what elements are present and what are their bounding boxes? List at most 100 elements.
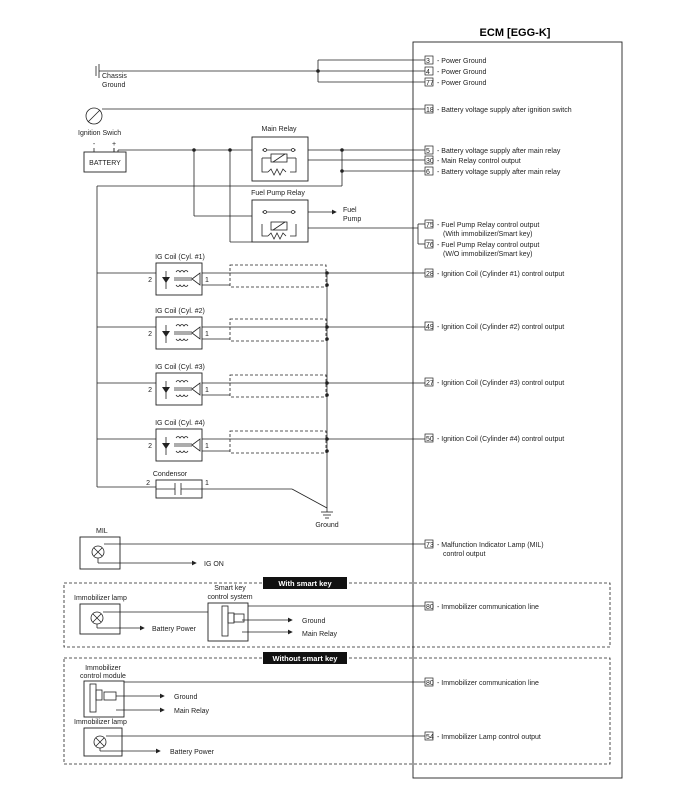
pin-label: - Battery voltage supply after ignition …: [437, 107, 572, 114]
ecm-pin: 80 - Immobilizer communication line: [424, 677, 539, 687]
pin-label: - Immobilizer Lamp control output: [437, 734, 541, 741]
without-smart-key-section: Without smart key Immobilizer control mo…: [63, 652, 611, 765]
ig-on-label: IG ON: [204, 561, 224, 568]
ecm-pin: 49 - Ignition Coil (Cylinder #2) control…: [424, 321, 564, 331]
pin-number: 54: [426, 734, 434, 741]
coil-pin-2: 2: [148, 387, 152, 394]
pin-number: 75: [426, 222, 434, 229]
pin-label-line2: (With immobilizer/Smart key): [443, 231, 532, 238]
pin-label: - Power Ground: [437, 69, 487, 76]
without-smart-key-label: Without smart key: [273, 654, 339, 663]
coil-pin-1: 1: [205, 443, 209, 450]
pin-number: 18: [426, 107, 434, 114]
coil-pin-2: 2: [148, 331, 152, 338]
smart-key-label-1: Smart key: [214, 585, 246, 592]
condenser: Condensor 2 1: [97, 471, 328, 509]
pin-number: 4: [426, 69, 430, 76]
pin-label: - Ignition Coil (Cylinder #1) control ou…: [437, 271, 564, 278]
pin-label: - Power Ground: [437, 58, 487, 65]
pin-label-line2: control output: [443, 551, 485, 558]
condenser-pin-1: 1: [205, 480, 209, 487]
ecm-title: ECM [EGG-K]: [480, 27, 551, 39]
with-smart-key-section: With smart key Immobilizer lamp Battery …: [63, 577, 611, 648]
pin-number: 76: [426, 242, 434, 249]
immo-module-label-1: Immobilizer: [85, 665, 121, 672]
pin-number: 6: [426, 169, 430, 176]
pin-number: 77: [426, 80, 434, 87]
ground-label: Ground: [315, 522, 338, 529]
ground-symbol: Ground: [315, 511, 339, 529]
ecm-pin: 50 - Ignition Coil (Cylinder #4) control…: [424, 433, 564, 443]
battery: BATTERY - +: [83, 141, 255, 173]
immobilizer-lamp-label-2: Immobilizer lamp: [74, 719, 127, 726]
pin-label: - Ignition Coil (Cylinder #4) control ou…: [437, 436, 564, 443]
ecm-pin: 80 - Immobilizer communication line: [424, 601, 539, 611]
pin-label: - Fuel Pump Relay control output: [437, 242, 539, 249]
ig-coil-label: IG Coil (Cyl. #3): [155, 364, 205, 371]
ig-coil: IG Coil (Cyl. #4) 2 1: [97, 420, 425, 462]
pin-label: - Immobilizer communication line: [437, 680, 539, 687]
battery-power-label-2: Battery Power: [170, 749, 215, 756]
immobilizer-lamp-label: Immobilizer lamp: [74, 595, 127, 602]
pin-label: - Malfunction Indicator Lamp (MIL): [437, 542, 544, 549]
fuel-pump-label-2: Pump: [343, 216, 361, 223]
condenser-pin-2: 2: [146, 480, 150, 487]
ig-coil-label: IG Coil (Cyl. #2): [155, 308, 205, 315]
ig-coil-label: IG Coil (Cyl. #4): [155, 420, 205, 427]
pin-number: 73: [426, 542, 434, 549]
battery-minus: -: [93, 141, 96, 148]
chassis-ground-label-2: Ground: [102, 82, 125, 89]
battery-power-label: Battery Power: [152, 626, 197, 633]
pin-label: - Battery voltage supply after main rela…: [437, 169, 561, 176]
pin-label: - Ignition Coil (Cylinder #3) control ou…: [437, 380, 564, 387]
ig-coil: IG Coil (Cyl. #3) 2 1: [97, 364, 425, 406]
ecm-box: [412, 41, 623, 779]
ecm-pin: 54 - Immobilizer Lamp control output: [424, 731, 541, 741]
ignition-switch: Ignition Swich: [78, 107, 425, 137]
immo-module-label-2: control module: [80, 673, 126, 680]
pin-number: 49: [426, 324, 434, 331]
pin-number: 80: [426, 680, 434, 687]
ig-coil: IG Coil (Cyl. #2) 2 1: [97, 308, 425, 350]
ecm-pin: 5 - Battery voltage supply after main re…: [424, 145, 561, 155]
pin-number: 30: [426, 158, 434, 165]
pin-label: - Ignition Coil (Cylinder #2) control ou…: [437, 324, 564, 331]
fuel-pump-label-1: Fuel: [343, 207, 357, 214]
ignition-switch-label: Ignition Swich: [78, 130, 121, 137]
pin-number: 80: [426, 604, 434, 611]
pin-number: 5: [426, 148, 430, 155]
pin-label: - Main Relay control output: [437, 158, 521, 165]
pin-number: 3: [426, 58, 430, 65]
main-relay: Main Relay: [192, 126, 425, 242]
fuel-pump-relay: Fuel Pump Relay Fuel Pump: [194, 190, 425, 245]
fuel-pump-relay-label: Fuel Pump Relay: [251, 190, 305, 197]
pin-number: 28: [426, 271, 434, 278]
ecm-pin: 27 - Ignition Coil (Cylinder #3) control…: [424, 377, 564, 387]
pin-label: - Battery voltage supply after main rela…: [437, 148, 561, 155]
pin-label-line2: (W/O immobilizer/Smart key): [443, 251, 532, 258]
coil-pin-1: 1: [205, 331, 209, 338]
pin-number: 50: [426, 436, 434, 443]
pin-label: - Power Ground: [437, 80, 487, 87]
mil-lamp: MIL IG ON: [79, 528, 425, 570]
immo-main-relay-label: Main Relay: [174, 708, 210, 715]
battery-label: BATTERY: [89, 160, 121, 167]
smart-key-ground-label: Ground: [302, 618, 325, 625]
chassis-ground-label-1: Chassis: [102, 73, 127, 80]
immo-ground-label: Ground: [174, 694, 197, 701]
with-smart-key-label: With smart key: [278, 579, 332, 588]
coil-pin-2: 2: [148, 443, 152, 450]
smart-key-main-relay-label: Main Relay: [302, 631, 338, 638]
smart-key-label-2: control system: [207, 594, 252, 601]
battery-plus: +: [112, 141, 116, 148]
main-relay-label: Main Relay: [261, 126, 297, 133]
coil-pin-1: 1: [205, 387, 209, 394]
ecm-pin: 30 - Main Relay control output: [424, 155, 521, 165]
ecm-pin: 18 - Battery voltage supply after igniti…: [424, 104, 572, 114]
ecm-pin: 28 - Ignition Coil (Cylinder #1) control…: [424, 268, 564, 278]
coil-pin-1: 1: [205, 277, 209, 284]
coil-pin-2: 2: [148, 277, 152, 284]
